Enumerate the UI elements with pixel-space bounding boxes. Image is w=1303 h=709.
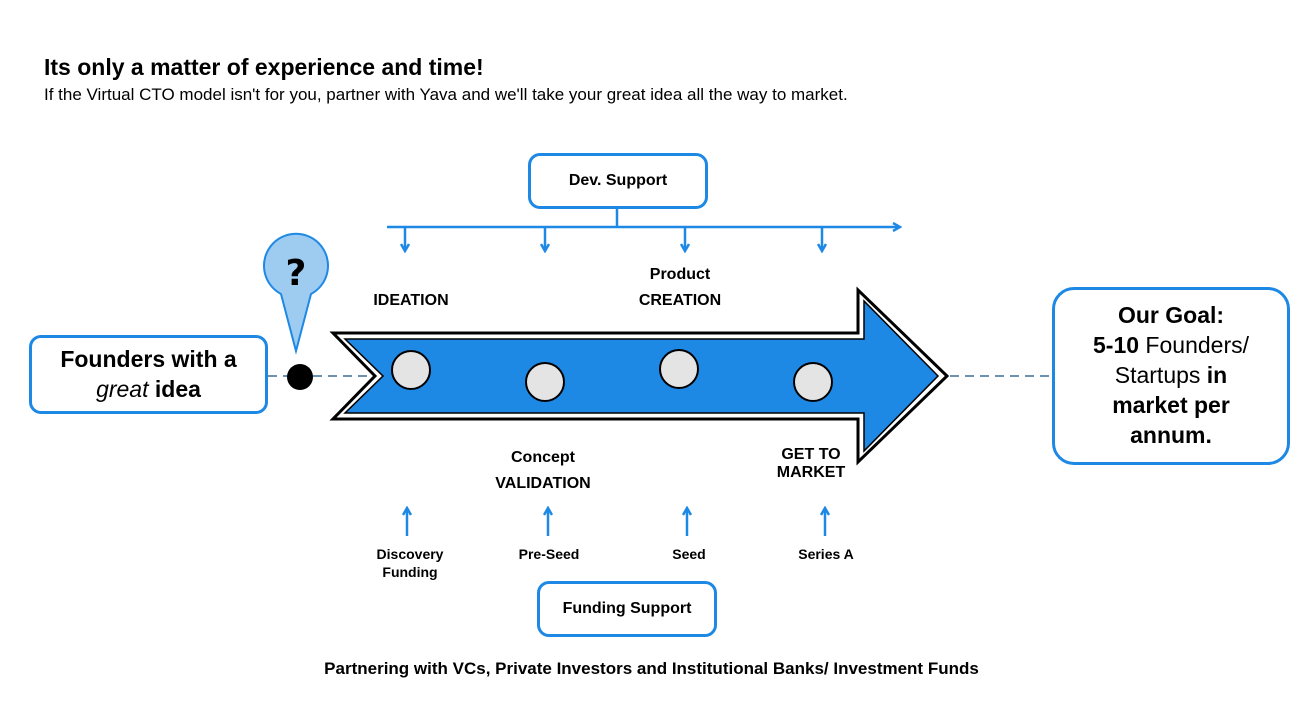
stage-concept-line-1: Concept — [511, 449, 575, 466]
funding-series-a-text: Series A — [798, 546, 854, 562]
stage-label-concept: Concept VALIDATION — [473, 445, 613, 496]
goal-startups-word: Startups — [1114, 362, 1207, 389]
goal-box: Our Goal: 5-10 Founders/ Startups in mar… — [1052, 287, 1290, 465]
goal-number-range: 5-10 — [1093, 332, 1140, 359]
goal-line-3: Startups in — [1115, 361, 1228, 391]
dev-support-label: Dev. Support — [568, 172, 668, 189]
stage-ideation-text: IDEATION — [373, 292, 449, 309]
funding-support-box: Funding Support — [537, 581, 717, 637]
milestone-ideation — [391, 350, 431, 390]
milestone-concept — [525, 362, 565, 402]
goal-in-word: in — [1206, 362, 1228, 389]
funding-seed-text: Seed — [672, 546, 706, 562]
founders-great-word: great — [96, 375, 149, 402]
goal-line-4: market per — [1112, 391, 1230, 418]
stage-label-product: Product CREATION — [610, 262, 750, 313]
funding-round-series-a: Series A — [766, 545, 886, 563]
goal-line-2: 5-10 Founders/ — [1093, 331, 1249, 361]
founders-box: Founders with a great idea — [29, 335, 268, 414]
page-title: Its only a matter of experience and time… — [44, 54, 484, 80]
stage-product-line-2: CREATION — [638, 291, 722, 309]
goal-founders-word: Founders/ — [1139, 332, 1249, 359]
goal-line-1: Our Goal: — [1117, 302, 1225, 329]
funding-support-label: Funding Support — [562, 600, 692, 617]
page-subtitle: If the Virtual CTO model isn't for you, … — [44, 85, 848, 104]
funding-round-discovery: Discovery Funding — [350, 545, 470, 581]
question-mark-glyph: ? — [286, 253, 307, 294]
founders-line-2: great idea — [96, 375, 201, 405]
stage-product-line-1: Product — [649, 266, 711, 283]
milestone-market — [793, 362, 833, 402]
goal-line-5: annum. — [1130, 421, 1212, 448]
question-pin-icon — [263, 232, 329, 355]
stage-label-ideation: IDEATION — [351, 288, 471, 314]
funding-preseed-text: Pre-Seed — [518, 546, 580, 562]
footer-partners-text: Partnering with VCs, Private Investors a… — [324, 659, 979, 678]
funding-round-seed: Seed — [629, 545, 749, 563]
milestone-product — [659, 349, 699, 389]
stage-concept-line-2: VALIDATION — [495, 474, 591, 492]
stage-market-line-2: MARKET — [776, 464, 846, 482]
dev-support-box: Dev. Support — [528, 153, 708, 209]
progress-arrow — [343, 299, 940, 453]
funding-discovery-line-2: Funding — [382, 564, 438, 581]
founders-idea-word: idea — [154, 375, 201, 402]
stage-market-line-1: GET TO — [781, 446, 841, 463]
stage-label-market: GET TO MARKET — [751, 446, 871, 483]
funding-round-preseed: Pre-Seed — [489, 545, 609, 563]
funding-discovery-line-1: Discovery — [376, 546, 444, 562]
founders-line-1: Founders with a — [60, 345, 237, 372]
start-point-dot — [287, 364, 313, 390]
